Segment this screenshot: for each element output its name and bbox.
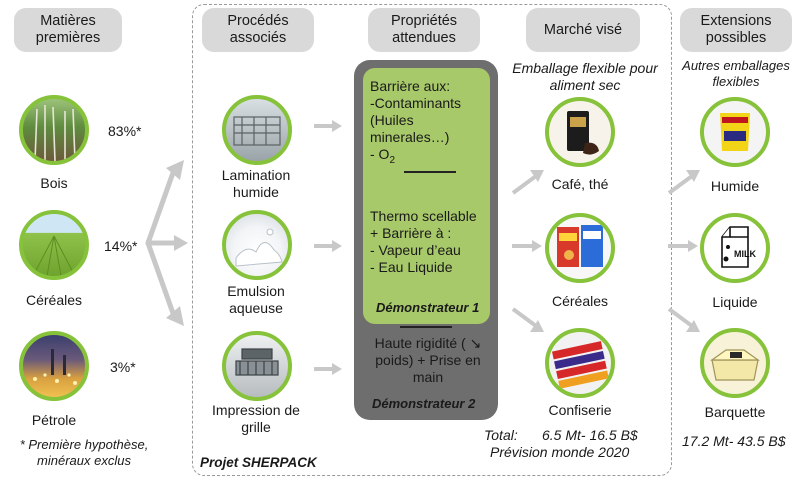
label-petroleum: Pétrole xyxy=(31,412,77,428)
demonstrator-1: Démonstrateur 1 xyxy=(376,300,480,315)
barrier-line-1: -Contaminants xyxy=(370,95,462,111)
label-cereals: Céréales xyxy=(25,292,83,308)
divider-1 xyxy=(404,171,456,173)
arrow-to-tray xyxy=(667,307,700,332)
arrow-process-2 xyxy=(314,240,342,252)
energy-gel-pouch-icon xyxy=(700,97,770,167)
sealable-line-3: - Vapeur d’eau xyxy=(370,242,461,258)
arrow-to-humid xyxy=(667,170,700,195)
header-extensions-text: Extensions possibles xyxy=(700,13,772,46)
header-raw-text: Matières premières xyxy=(35,13,101,46)
rigidity-line-3: main xyxy=(412,369,444,385)
o2-subscript: 2 xyxy=(389,154,396,166)
label-emulsion: Emulsion aqueuse xyxy=(227,283,285,316)
arrow-to-candy xyxy=(511,307,544,332)
pct-cereals: 14%* xyxy=(104,238,138,254)
label-wood: Bois xyxy=(40,175,68,191)
header-market: Marché visé xyxy=(526,8,640,52)
arrow-to-liquid xyxy=(668,240,698,252)
grill-press-photo xyxy=(222,331,292,401)
project-label: Projet SHERPACK xyxy=(200,455,317,470)
divider-2 xyxy=(400,326,452,328)
label-confectionery: Confiserie xyxy=(548,402,612,418)
label-liquid: Liquide xyxy=(712,294,758,310)
arrow-to-coffee xyxy=(511,170,544,195)
footnote: * Première hypothèse, minéraux exclus xyxy=(19,437,149,468)
arrow-to-cereals xyxy=(512,240,542,252)
barrier-title: Barrière aux: xyxy=(370,78,451,94)
extensions-total: 17.2 Mt- 43.5 B$ xyxy=(682,433,786,449)
label-grill-print: Impression de grille xyxy=(212,402,300,435)
sealable-line-1: Thermo scellable xyxy=(370,208,477,224)
market-subtitle: Emballage flexible pour aliment sec xyxy=(512,60,658,93)
extensions-subtitle: Autres emballages flexibles xyxy=(682,58,790,89)
header-extensions: Extensions possibles xyxy=(680,8,792,52)
header-properties: Propriétés attendues xyxy=(368,8,480,52)
header-processes: Procédés associés xyxy=(202,8,314,52)
rigidity-line-1: Haute rigidité ( ↘ xyxy=(374,335,482,351)
barrier-block: Barrière aux: -Contaminants (Huiles mine… xyxy=(370,78,488,169)
market-forecast: Prévision monde 2020 xyxy=(490,444,630,460)
milk-splash-photo xyxy=(222,210,292,280)
branch-arrow xyxy=(145,160,188,326)
market-total-value: 6.5 Mt- 16.5 B$ xyxy=(542,427,638,443)
barrier-o-text: - O xyxy=(370,146,390,162)
header-processes-text: Procédés associés xyxy=(227,13,289,46)
arrow-process-3 xyxy=(314,363,342,375)
label-tray: Barquette xyxy=(704,404,766,420)
refinery-photo xyxy=(19,331,89,401)
candy-bars-icon xyxy=(545,328,615,398)
project-frame xyxy=(192,4,672,476)
rigidity-line-2: poids) + Prise en xyxy=(375,352,481,368)
label-lamination: Lamination humide xyxy=(221,167,291,200)
lamination-machine-photo xyxy=(222,95,292,165)
milk-carton-icon: MILK xyxy=(700,213,770,283)
label-humid: Humide xyxy=(710,178,760,194)
label-market-cereals: Céréales xyxy=(551,293,609,309)
properties-green-panel xyxy=(363,68,490,324)
barrier-line-2: (Huiles xyxy=(370,112,414,128)
sealable-line-2: + Barrière à : xyxy=(370,225,452,241)
cereal-boxes-icon xyxy=(545,213,615,283)
pct-wood: 83%* xyxy=(108,123,142,139)
pct-petroleum: 3%* xyxy=(110,359,136,375)
header-market-text: Marché visé xyxy=(543,21,623,38)
barrier-line-4: - O2 xyxy=(370,146,488,169)
sealable-line-4: - Eau Liquide xyxy=(370,259,453,275)
arrow-process-1 xyxy=(314,120,342,132)
forest-photo xyxy=(19,95,89,165)
header-properties-text: Propriétés attendues xyxy=(390,13,458,46)
sealable-block: Thermo scellable + Barrière à : - Vapeur… xyxy=(370,208,488,276)
label-coffee: Café, thé xyxy=(551,176,609,192)
header-raw-materials: Matières premières xyxy=(14,8,122,52)
market-total-label: Total: xyxy=(484,427,518,443)
wheat-field-photo xyxy=(19,210,89,280)
rigidity-block: Haute rigidité ( ↘ poids) + Prise en mai… xyxy=(366,335,490,386)
food-tray-icon xyxy=(700,328,770,398)
demonstrator-2: Démonstrateur 2 xyxy=(372,396,476,411)
svg-text:MILK: MILK xyxy=(734,249,756,259)
barrier-line-3: minerales…) xyxy=(370,129,450,145)
coffee-package-icon xyxy=(545,97,615,167)
